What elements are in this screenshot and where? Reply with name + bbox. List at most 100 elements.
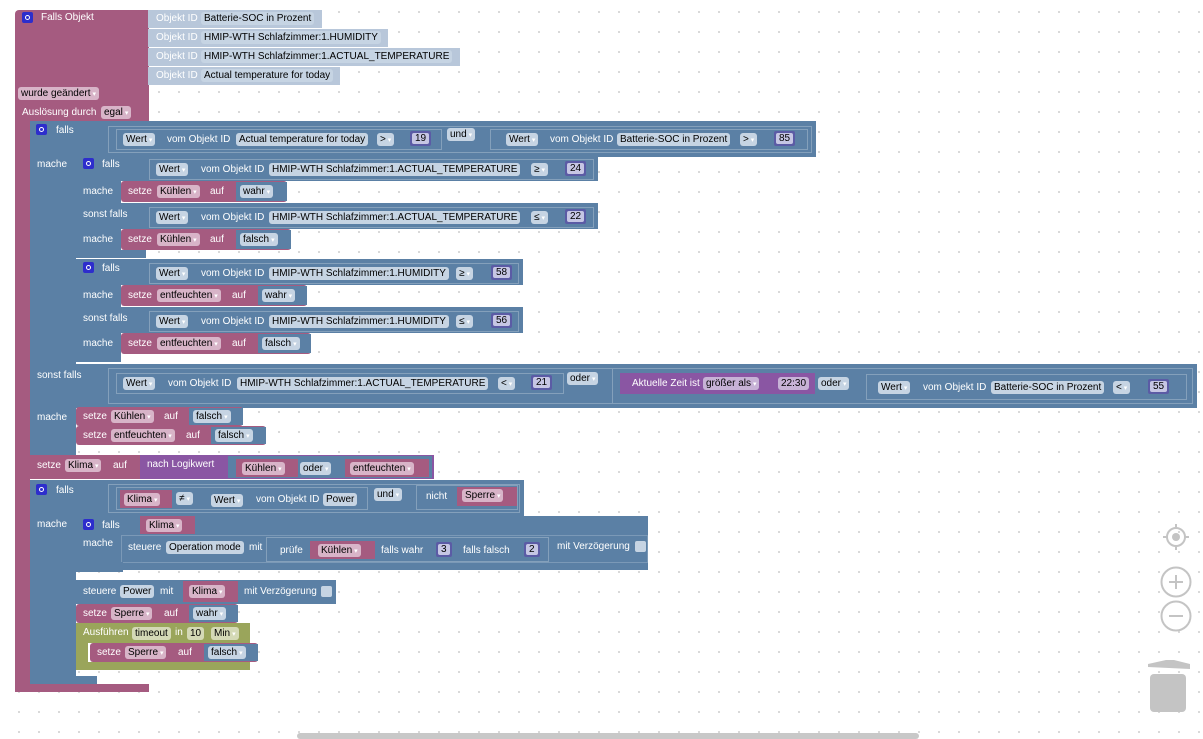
objid-value[interactable]: HMIP-WTH Schlafzimmer:1.ACTUAL_TEMPERATU… (201, 50, 453, 63)
number-value[interactable]: 2 (526, 544, 538, 555)
variable-dropdown[interactable]: Klima (124, 493, 161, 506)
gear-icon[interactable] (36, 484, 47, 495)
number-value[interactable]: 21 (533, 377, 551, 388)
state-field[interactable]: Operation mode (166, 541, 244, 554)
number-block[interactable]: 2 (524, 542, 540, 557)
variable-dropdown[interactable]: entfeuchten (157, 289, 221, 302)
bool-dropdown[interactable]: falsch (215, 429, 253, 442)
operator-dropdown[interactable]: ≠ (176, 492, 193, 505)
number-value[interactable]: 22 (567, 211, 585, 222)
time-value-field[interactable]: 22:30 (778, 377, 810, 390)
gear-icon[interactable] (83, 158, 94, 169)
or-dropdown[interactable]: oder (818, 377, 850, 390)
object-field[interactable]: Batterie-SOC in Prozent (617, 133, 731, 146)
variable-dropdown[interactable]: Sperre (462, 489, 504, 502)
variable-dropdown[interactable]: entfeuchten (350, 462, 414, 475)
and-dropdown[interactable]: und (447, 128, 476, 141)
wert-dropdown[interactable]: Wert (211, 494, 244, 507)
wert-dropdown[interactable]: Wert (156, 163, 189, 176)
gear-icon[interactable] (22, 12, 33, 23)
bool-dropdown[interactable]: falsch (208, 646, 246, 659)
variable-dropdown[interactable]: Kühlen (157, 233, 200, 246)
number-block[interactable]: 21 (531, 375, 553, 390)
operator-dropdown[interactable]: ≤ (531, 211, 548, 224)
gear-icon[interactable] (83, 262, 94, 273)
bool-dropdown[interactable]: falsch (193, 410, 231, 423)
objid-value[interactable]: HMIP-WTH Schlafzimmer:1.HUMIDITY (201, 31, 381, 44)
timeout-unit-dropdown[interactable]: Min (211, 627, 239, 640)
wert-dropdown[interactable]: Wert (123, 133, 156, 146)
delay-checkbox[interactable] (321, 586, 332, 597)
zoom-in-icon[interactable] (1160, 566, 1192, 598)
object-field[interactable]: HMIP-WTH Schlafzimmer:1.ACTUAL_TEMPERATU… (269, 211, 521, 224)
number-value[interactable]: 19 (412, 133, 430, 144)
trash-icon[interactable] (1146, 654, 1192, 714)
variable-dropdown[interactable]: Klima (189, 585, 226, 598)
number-value[interactable]: 85 (776, 133, 794, 144)
wert-dropdown[interactable]: Wert (156, 267, 189, 280)
delay-checkbox[interactable] (635, 541, 646, 552)
variable-dropdown[interactable]: Kühlen (157, 185, 200, 198)
variable-dropdown[interactable]: Kühlen (111, 410, 154, 423)
variable-dropdown[interactable]: Kühlen (242, 462, 285, 475)
operator-dropdown[interactable]: < (498, 377, 516, 390)
operator-dropdown[interactable]: ≥ (531, 163, 548, 176)
operator-dropdown[interactable]: ≥ (456, 267, 473, 280)
object-field[interactable]: HMIP-WTH Schlafzimmer:1.ACTUAL_TEMPERATU… (237, 377, 489, 390)
object-field[interactable]: Power (323, 493, 358, 506)
objid-value[interactable]: Actual temperature for today (201, 69, 334, 82)
number-value[interactable]: 55 (1150, 381, 1168, 392)
object-field[interactable]: HMIP-WTH Schlafzimmer:1.ACTUAL_TEMPERATU… (269, 163, 521, 176)
timeout-name-field[interactable]: timeout (132, 627, 171, 640)
number-block[interactable]: 19 (410, 131, 432, 146)
horizontal-scrollbar[interactable] (297, 733, 919, 739)
number-value[interactable]: 3 (438, 544, 450, 555)
operator-dropdown[interactable]: > (377, 133, 395, 146)
wert-dropdown[interactable]: Wert (123, 377, 156, 390)
variable-dropdown[interactable]: Klima (65, 459, 102, 472)
timeout-value-field[interactable]: 10 (187, 627, 205, 640)
wert-dropdown[interactable]: Wert (506, 133, 539, 146)
time-op-dropdown[interactable]: größer als (703, 377, 760, 390)
number-block[interactable]: 58 (491, 265, 513, 280)
bool-dropdown[interactable]: wahr (240, 185, 274, 198)
variable-dropdown[interactable]: Sperre (111, 607, 153, 620)
operator-dropdown[interactable]: > (740, 133, 758, 146)
and-dropdown[interactable]: und (374, 488, 403, 501)
object-field[interactable]: Actual temperature for today (236, 133, 369, 146)
wert-dropdown[interactable]: Wert (156, 211, 189, 224)
variable-dropdown[interactable]: Sperre (125, 646, 167, 659)
ack-dropdown[interactable]: egal (101, 106, 132, 119)
object-field[interactable]: HMIP-WTH Schlafzimmer:1.HUMIDITY (269, 315, 449, 328)
bool-dropdown[interactable]: wahr (193, 607, 227, 620)
number-value[interactable]: 56 (493, 315, 511, 326)
number-block[interactable]: 24 (565, 161, 587, 176)
recenter-icon[interactable] (1163, 524, 1189, 550)
variable-dropdown[interactable]: entfeuchten (157, 337, 221, 350)
variable-dropdown[interactable]: Klima (146, 519, 183, 532)
number-block[interactable]: 3 (436, 542, 452, 557)
bool-dropdown[interactable]: falsch (262, 337, 300, 350)
number-block[interactable]: 22 (565, 209, 587, 224)
variable-dropdown[interactable]: entfeuchten (111, 429, 175, 442)
wert-dropdown[interactable]: Wert (878, 381, 911, 394)
objid-value[interactable]: Batterie-SOC in Prozent (201, 12, 315, 25)
operator-dropdown[interactable]: ≤ (456, 315, 473, 328)
object-field[interactable]: HMIP-WTH Schlafzimmer:1.HUMIDITY (269, 267, 449, 280)
zoom-out-icon[interactable] (1160, 600, 1192, 632)
number-block[interactable]: 85 (774, 131, 796, 146)
wert-dropdown[interactable]: Wert (156, 315, 189, 328)
gear-icon[interactable] (36, 124, 47, 135)
number-value[interactable]: 58 (493, 267, 511, 278)
number-block[interactable]: 56 (491, 313, 513, 328)
number-block[interactable]: 55 (1148, 379, 1170, 394)
or-dropdown[interactable]: oder (567, 372, 599, 385)
bool-dropdown[interactable]: wahr (262, 289, 296, 302)
object-field[interactable]: Batterie-SOC in Prozent (991, 381, 1105, 394)
number-value[interactable]: 24 (567, 163, 585, 174)
or-dropdown[interactable]: oder (300, 462, 332, 475)
bool-dropdown[interactable]: falsch (240, 233, 278, 246)
state-field[interactable]: Power (120, 585, 155, 598)
gear-icon[interactable] (83, 519, 94, 530)
trigger-block[interactable] (15, 10, 149, 122)
